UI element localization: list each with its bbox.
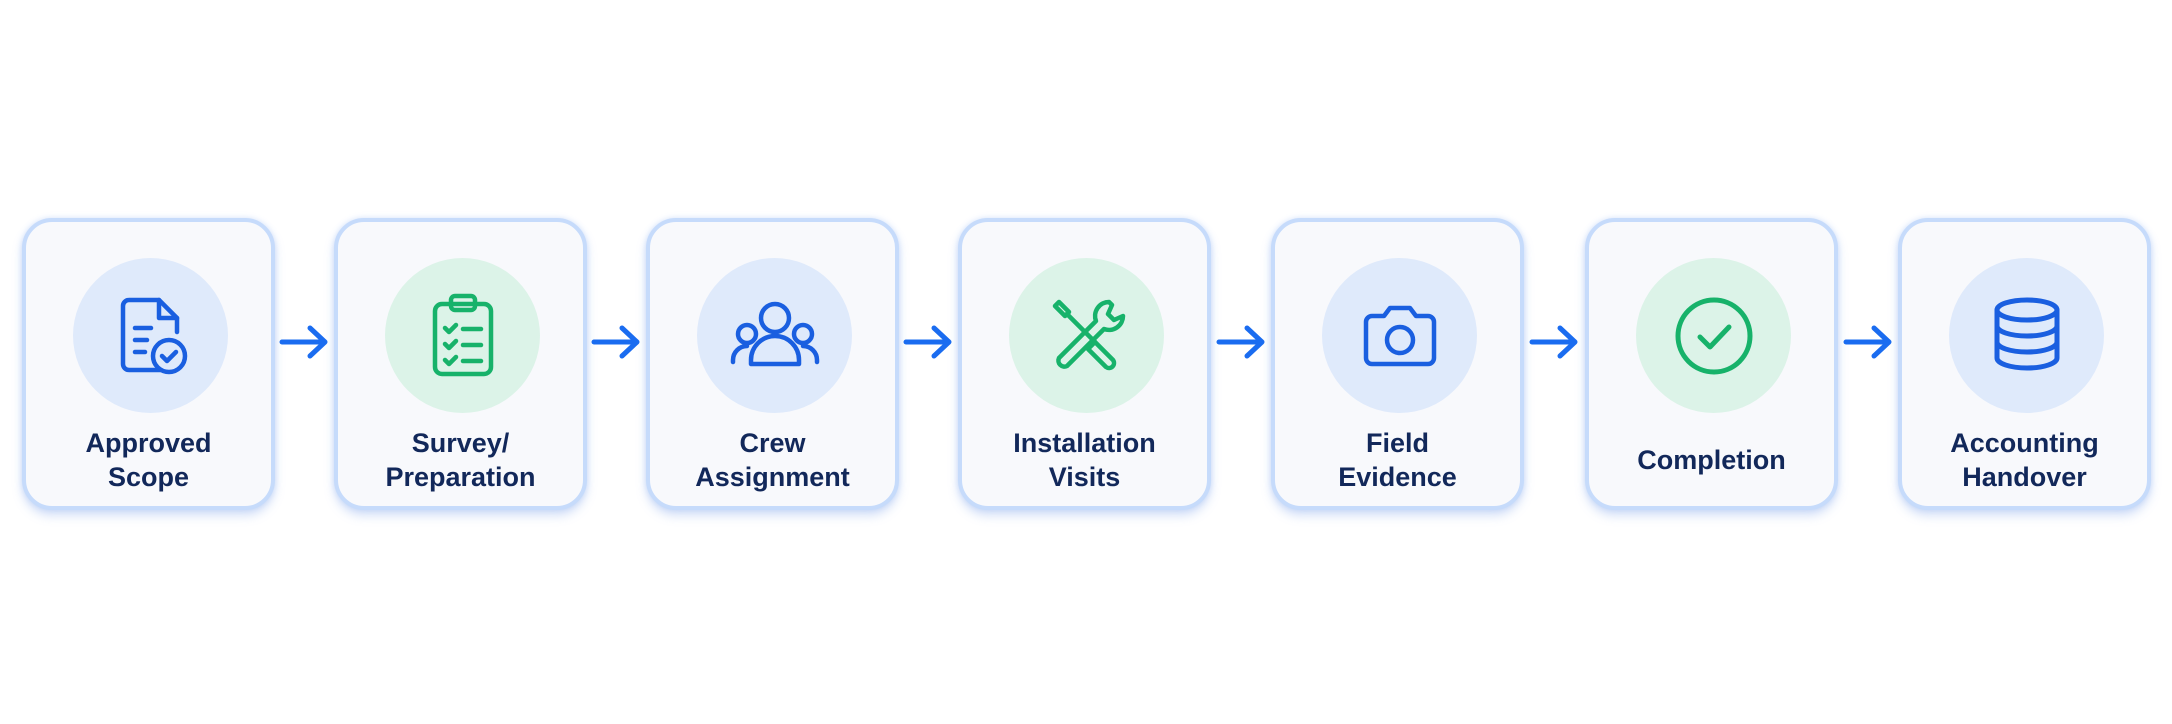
step-survey-preparation: Survey/ Preparation (334, 218, 587, 510)
arrow-right-icon (1216, 325, 1265, 359)
icon-circle (385, 258, 540, 413)
arrow-right-icon (591, 325, 640, 359)
icon-circle (73, 258, 228, 413)
icon-circle (1009, 258, 1164, 413)
database-icon (1994, 297, 2059, 370)
step-completion: Completion (1585, 218, 1838, 510)
step-crew-assignment: Crew Assignment (646, 218, 899, 510)
step-approved-scope: Approved Scope (22, 218, 275, 510)
step-accounting-handover: Accounting Handover (1898, 218, 2151, 510)
step-label: Completion (1637, 445, 1786, 475)
arrow-right-icon (279, 325, 328, 359)
check-circle-icon (1675, 297, 1752, 374)
document-check-icon (120, 297, 187, 374)
arrow-right-icon (1843, 325, 1892, 359)
wrench-screwdriver-icon (1052, 299, 1125, 370)
icon-circle (697, 258, 852, 413)
step-label: Survey/ Preparation (385, 428, 536, 492)
step-installation-visits: Installation Visits (958, 218, 1211, 510)
icon-circle (1636, 258, 1791, 413)
step-field-evidence: Field Evidence (1271, 218, 1524, 510)
team-icon (730, 301, 819, 366)
step-label: Crew Assignment (695, 428, 850, 492)
arrow-right-icon (903, 325, 952, 359)
arrow-right-icon (1529, 325, 1578, 359)
camera-icon (1363, 305, 1436, 366)
icon-circle (1322, 258, 1477, 413)
clipboard-checklist-icon (432, 293, 493, 376)
step-label: Accounting Handover (1950, 428, 2099, 492)
step-label: Installation Visits (1013, 428, 1156, 492)
icon-circle (1949, 258, 2104, 413)
step-label: Field Evidence (1338, 428, 1457, 492)
step-label: Approved Scope (85, 428, 212, 492)
